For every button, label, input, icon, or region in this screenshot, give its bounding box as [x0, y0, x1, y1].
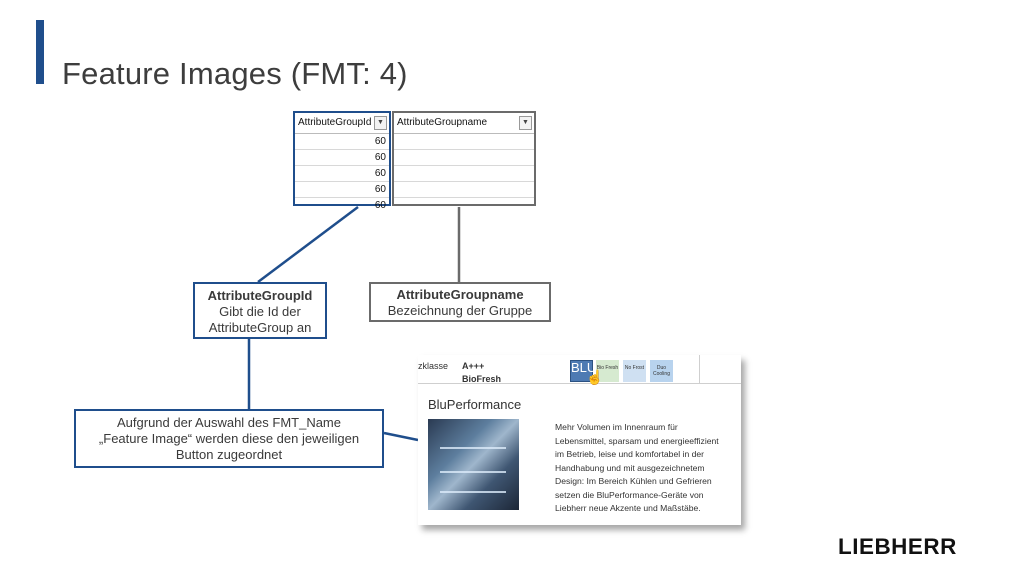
connector-id: [257, 206, 359, 283]
slide-title: Feature Images (FMT: 4): [62, 56, 408, 91]
energy-class-value: A+++: [462, 361, 485, 371]
hand-cursor-icon: ☝: [586, 369, 604, 385]
filter-dropdown-icon[interactable]: ▼: [519, 116, 532, 130]
table-cell: [394, 182, 534, 198]
description-line: im Betrieb, leise und komfortabel in der: [555, 449, 705, 459]
callout-attribute-group-name: AttributeGroupname Bezeichnung der Grupp…: [369, 282, 551, 322]
attribute-group-name-column: AttributeGroupname ▼: [392, 111, 536, 206]
shelf-highlight: [440, 491, 506, 493]
description-line: Design: Im Bereich Kühlen und Gefrieren: [555, 476, 712, 486]
feature-image-screenshot: zklasse A+++ BioFresh BLU Bio Fresh No F…: [418, 355, 741, 525]
table-cell: [394, 134, 534, 150]
description-line: Liebherr neue Akzente und Maßstäbe.: [555, 503, 701, 513]
callout-id-line2: AttributeGroup an: [208, 320, 312, 335]
feature-heading: BluPerformance: [428, 397, 522, 412]
attribute-group-name-header: AttributeGroupname ▼: [394, 113, 534, 134]
table-cell: [394, 150, 534, 166]
liebherr-logo: LIEBHERR: [838, 534, 957, 559]
table-cell: 60: [295, 166, 389, 182]
divider: [699, 355, 700, 383]
fridge-interior-image: [428, 419, 519, 510]
nofrost-button[interactable]: No Frost: [623, 360, 646, 382]
shelf-highlight: [440, 471, 506, 473]
attribute-group-id-header: AttributeGroupId ▼: [295, 113, 389, 134]
feature-buttons-bar: zklasse A+++ BioFresh BLU Bio Fresh No F…: [418, 355, 741, 385]
title-accent-bar: [36, 20, 44, 84]
callout-id-title: AttributeGroupId: [207, 288, 313, 303]
callout-feature-image-note: Aufgrund der Auswahl des FMT_Name „Featu…: [74, 409, 384, 468]
attribute-group-name-header-label: AttributeGroupname: [397, 117, 488, 128]
connector-shot: [383, 431, 419, 442]
attribute-group-id-header-label: AttributeGroupId: [298, 117, 372, 128]
description-line: Handhabung und mit ausgezeichnetem: [555, 462, 705, 473]
callout-note-line2: „Feature Image“ werden diese den jeweili…: [98, 431, 360, 446]
description-line: Lebensmittel, sparsam und energieeffizie…: [555, 435, 719, 446]
description-line: Mehr Volumen im Innenraum für: [555, 422, 678, 432]
callout-attribute-group-id: AttributeGroupId Gibt die Id der Attribu…: [193, 282, 327, 339]
table-cell: [394, 198, 534, 213]
biofresh-button[interactable]: Bio Fresh: [596, 360, 619, 382]
duocooling-button[interactable]: Duo Cooling: [650, 360, 673, 382]
callout-note-line1: Aufgrund der Auswahl des FMT_Name: [117, 415, 341, 430]
filter-dropdown-icon[interactable]: ▼: [374, 116, 387, 130]
description-line: setzen die BluPerformance-Geräte von: [555, 489, 704, 500]
biofresh-value: BioFresh: [462, 374, 502, 384]
energy-class-label: zklasse: [418, 361, 449, 371]
blu-performance-button[interactable]: BLU: [570, 360, 596, 382]
callout-note-line3: Button zugeordnet: [175, 447, 283, 462]
callout-id-line1: Gibt die Id der: [219, 304, 301, 319]
callout-name-title: AttributeGroupname: [396, 287, 524, 302]
table-cell: 60: [374, 200, 386, 211]
table-cell: 60: [295, 134, 389, 150]
shelf-highlight: [440, 447, 506, 449]
table-cell: [394, 166, 534, 182]
callout-name-line1: Bezeichnung der Gruppe: [387, 303, 533, 318]
table-cell: 60: [295, 182, 389, 198]
feature-description: Mehr Volumen im Innenraum für Lebensmitt…: [555, 421, 735, 516]
attribute-group-id-column: AttributeGroupId ▼ 60 60 60 60 60: [293, 111, 391, 211]
table-cell: 60: [295, 150, 389, 166]
